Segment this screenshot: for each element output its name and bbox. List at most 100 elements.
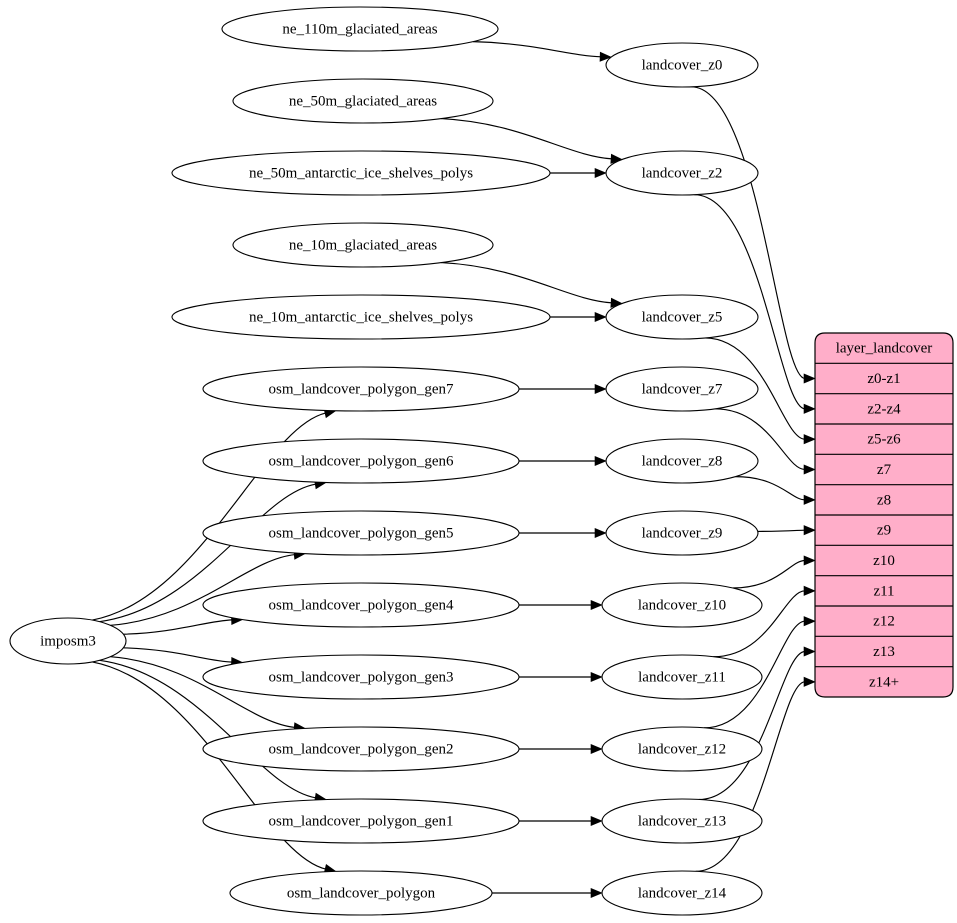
edge-arrowhead (594, 383, 607, 395)
edge-line (714, 408, 806, 471)
edge-arrowhead (590, 671, 603, 683)
edge-arrowhead (803, 585, 816, 596)
node-ne_10m_antarctic_ice_shelves_polys[interactable]: ne_10m_antarctic_ice_shelves_polys (171, 294, 551, 340)
node-osm_landcover_polygon_gen6[interactable]: osm_landcover_polygon_gen6 (202, 438, 520, 484)
node-shape (601, 582, 763, 628)
node-shape (221, 6, 499, 52)
edge-osm_landcover_polygon_gen4-to-landcover_z10 (519, 599, 603, 611)
node-label: landcover_z9 (642, 525, 723, 541)
edge-landcover_z0-to-layer_landcover_z0-z1 (691, 86, 816, 384)
record-row-z0-z1[interactable]: z0-z1 (867, 371, 900, 387)
node-label: landcover_z11 (638, 669, 726, 685)
edge-landcover_z14-to-layer_landcover_z14_ (695, 676, 816, 872)
node-label: imposm3 (40, 633, 96, 649)
edge-line (99, 483, 317, 623)
node-label: landcover_z13 (638, 813, 726, 829)
node-osm_landcover_polygon_gen7[interactable]: osm_landcover_polygon_gen7 (202, 366, 520, 412)
edge-line (698, 650, 806, 801)
node-label: ne_10m_glaciated_areas (289, 237, 437, 253)
node-shape (605, 510, 759, 556)
record-row-z12[interactable]: z12 (873, 614, 895, 630)
node-shape (202, 654, 520, 700)
edge-line (472, 41, 602, 58)
node-ne_10m_glaciated_areas[interactable]: ne_10m_glaciated_areas (232, 222, 494, 268)
node-osm_landcover_polygon_gen5[interactable]: osm_landcover_polygon_gen5 (202, 510, 520, 556)
node-ne_110m_glaciated_areas[interactable]: ne_110m_glaciated_areas (221, 6, 499, 52)
record-row-z9[interactable]: z9 (877, 523, 891, 539)
record-header-label: layer_landcover (836, 341, 933, 357)
record-row-z8[interactable]: z8 (877, 492, 891, 508)
node-osm_landcover_polygon_gen3[interactable]: osm_landcover_polygon_gen3 (202, 654, 520, 700)
node-imposm3[interactable]: imposm3 (9, 617, 127, 665)
record-node-layer-landcover[interactable]: layer_landcover z0-z1 z2-z4 z5-z6 z7 z8 z9 z10 z… (814, 332, 954, 698)
node-landcover_z12[interactable]: landcover_z12 (601, 726, 763, 772)
record-row-z14+[interactable]: z14+ (869, 674, 899, 690)
node-osm_landcover_polygon_gen2[interactable]: osm_landcover_polygon_gen2 (202, 726, 520, 772)
node-landcover_z13[interactable]: landcover_z13 (601, 798, 763, 844)
record-row-z5-z6[interactable]: z5-z6 (867, 432, 901, 448)
node-landcover_z14[interactable]: landcover_z14 (601, 870, 763, 916)
edge-line (123, 619, 233, 635)
edge-osm_landcover_polygon_gen1-to-landcover_z13 (519, 815, 603, 827)
edge-arrowhead (594, 167, 607, 179)
edge-line (732, 559, 806, 589)
edge-osm_landcover_polygon_gen5-to-landcover_z9 (519, 527, 607, 539)
node-label: osm_landcover_polygon_gen7 (269, 381, 454, 397)
node-label: osm_landcover_polygon_gen5 (269, 525, 454, 541)
edge-arrowhead (803, 616, 816, 627)
node-label: osm_landcover_polygon_gen2 (269, 741, 454, 757)
edge-line (440, 262, 613, 304)
edge-imposm3-to-osm_landcover_polygon_gen3 (123, 647, 244, 668)
node-label: osm_landcover_polygon_gen3 (269, 669, 454, 685)
node-landcover_z0[interactable]: landcover_z0 (605, 42, 759, 88)
node-landcover_z10[interactable]: landcover_z10 (601, 582, 763, 628)
node-shape (601, 726, 763, 772)
nodes-group: ne_110m_glaciated_areas ne_50m_glaciated_… (9, 6, 763, 916)
edge-arrowhead (803, 555, 816, 566)
edge-arrowhead (590, 599, 603, 611)
node-osm_landcover_polygon_gen1[interactable]: osm_landcover_polygon_gen1 (202, 798, 520, 844)
node-label: landcover_z7 (642, 381, 723, 397)
edge-arrowhead (803, 494, 816, 505)
node-shape (601, 870, 763, 916)
node-label: landcover_z0 (642, 57, 723, 73)
node-ne_50m_glaciated_areas[interactable]: ne_50m_glaciated_areas (232, 78, 494, 124)
record-outline (814, 332, 954, 698)
edge-line (99, 659, 317, 799)
edge-imposm3-to-osm_landcover_polygon_gen4 (123, 614, 244, 635)
node-landcover_z11[interactable]: landcover_z11 (601, 654, 763, 700)
node-landcover_z2[interactable]: landcover_z2 (605, 150, 759, 196)
node-landcover_z9[interactable]: landcover_z9 (605, 510, 759, 556)
edge-ne_10m_antarctic_ice_shelves_polys-to-landcover_z5 (550, 311, 607, 323)
edge-landcover_z10-to-layer_landcover_z10 (732, 555, 816, 589)
node-osm_landcover_polygon_gen4[interactable]: osm_landcover_polygon_gen4 (202, 582, 520, 628)
node-landcover_z8[interactable]: landcover_z8 (605, 438, 759, 484)
node-landcover_z7[interactable]: landcover_z7 (605, 366, 759, 412)
record-row-z2-z4[interactable]: z2-z4 (867, 401, 901, 417)
edge-line (92, 412, 327, 621)
edge-ne_50m_antarctic_ice_shelves_polys-to-landcover_z2 (550, 167, 607, 179)
edge-line (110, 656, 296, 729)
edge-landcover_z8-to-layer_landcover_z8 (735, 476, 816, 505)
edge-line (704, 337, 806, 440)
node-shape (605, 366, 759, 412)
node-label: osm_landcover_polygon_gen6 (269, 453, 454, 469)
record-row-z11[interactable]: z11 (873, 583, 894, 599)
record-row-z10[interactable]: z10 (873, 553, 895, 569)
edge-osm_landcover_polygon-to-landcover_z14 (491, 887, 603, 899)
node-landcover_z5[interactable]: landcover_z5 (605, 294, 759, 340)
record-row-z13[interactable]: z13 (873, 644, 895, 660)
node-shape (232, 78, 494, 124)
edge-landcover_z12-to-layer_landcover_z12 (704, 616, 816, 729)
edge-arrowhead (803, 373, 816, 384)
edge-ne_110m_glaciated_areas-to-landcover_z0 (472, 41, 612, 62)
edge-arrowhead (594, 527, 607, 539)
node-shape (9, 617, 127, 665)
node-ne_50m_antarctic_ice_shelves_polys[interactable]: ne_50m_antarctic_ice_shelves_polys (171, 150, 551, 196)
node-label: ne_10m_antarctic_ice_shelves_polys (249, 309, 473, 325)
record-row-z7[interactable]: z7 (877, 462, 892, 478)
node-shape (202, 438, 520, 484)
node-osm_landcover_polygon[interactable]: osm_landcover_polygon (229, 870, 493, 916)
